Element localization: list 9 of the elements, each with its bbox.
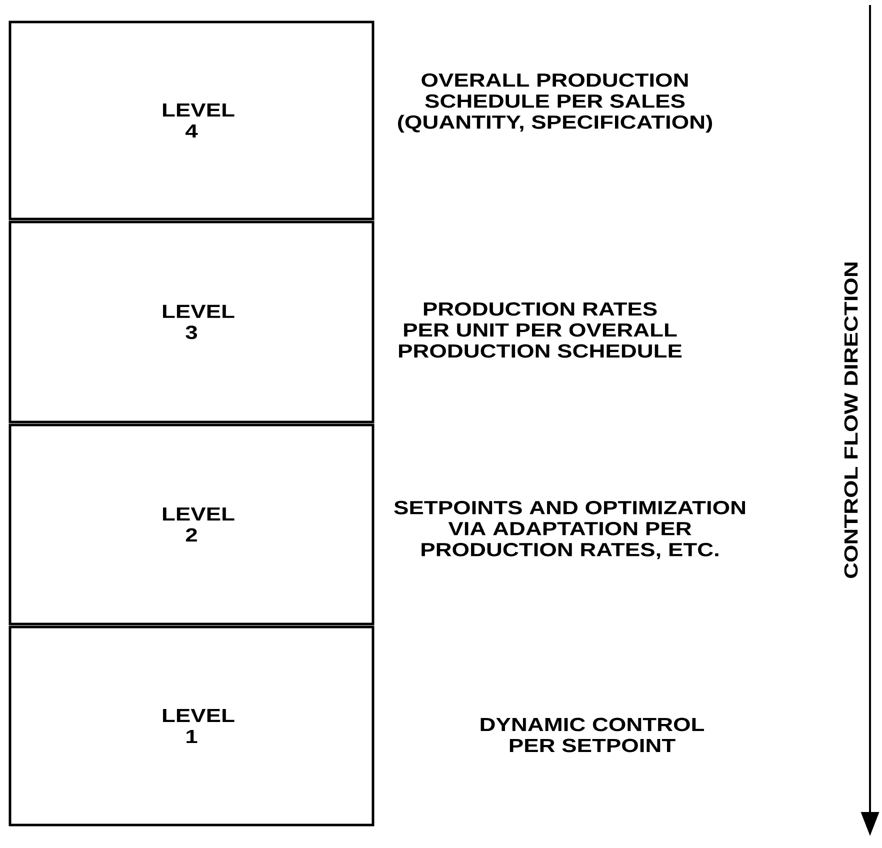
description-text: OVERALL PRODUCTION SCHEDULE PER SALES (QUANTITY, SPECIFICATION) xyxy=(398,73,712,133)
level-box: LEVEL 3 xyxy=(8,220,374,424)
level-box: LEVEL 4 xyxy=(8,20,374,220)
level-box: LEVEL 2 xyxy=(8,424,374,626)
level-box: LEVEL 1 xyxy=(8,626,374,826)
description-text: SETPOINTS AND OPTIMIZATION VIA ADAPTATION PER PRODUCTION RATES, ETC. xyxy=(394,500,745,560)
axis-label: CONTROL FLOW DIRECTION xyxy=(844,262,858,578)
description-text: PRODUCTION RATES PER UNIT PER OVERALL PRODUCTION SCHEDULE xyxy=(399,302,682,358)
description-text: DYNAMIC CONTROL PER SETPOINT xyxy=(480,718,704,752)
